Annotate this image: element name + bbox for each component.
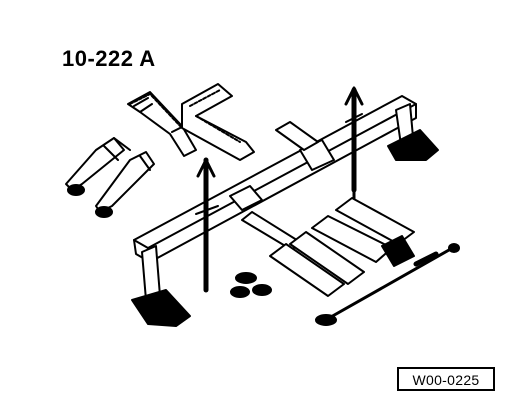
hook-bracket-right [181,83,255,161]
reference-code-box: W00-0225 [397,367,495,391]
hook-bracket-left [127,91,197,157]
spindle-center [195,157,219,293]
reference-code-label: W00-0225 [412,372,480,388]
support-leg-right [387,103,439,161]
extension-bar-upper [275,121,319,151]
side-bracket-left [65,137,131,196]
tool-number-label: 10-222 A [62,46,156,71]
nuts-group [230,272,272,298]
support-leg-left [131,245,191,327]
side-bracket-right [95,151,155,218]
small-bracket [381,235,415,267]
threaded-rod [315,243,460,326]
